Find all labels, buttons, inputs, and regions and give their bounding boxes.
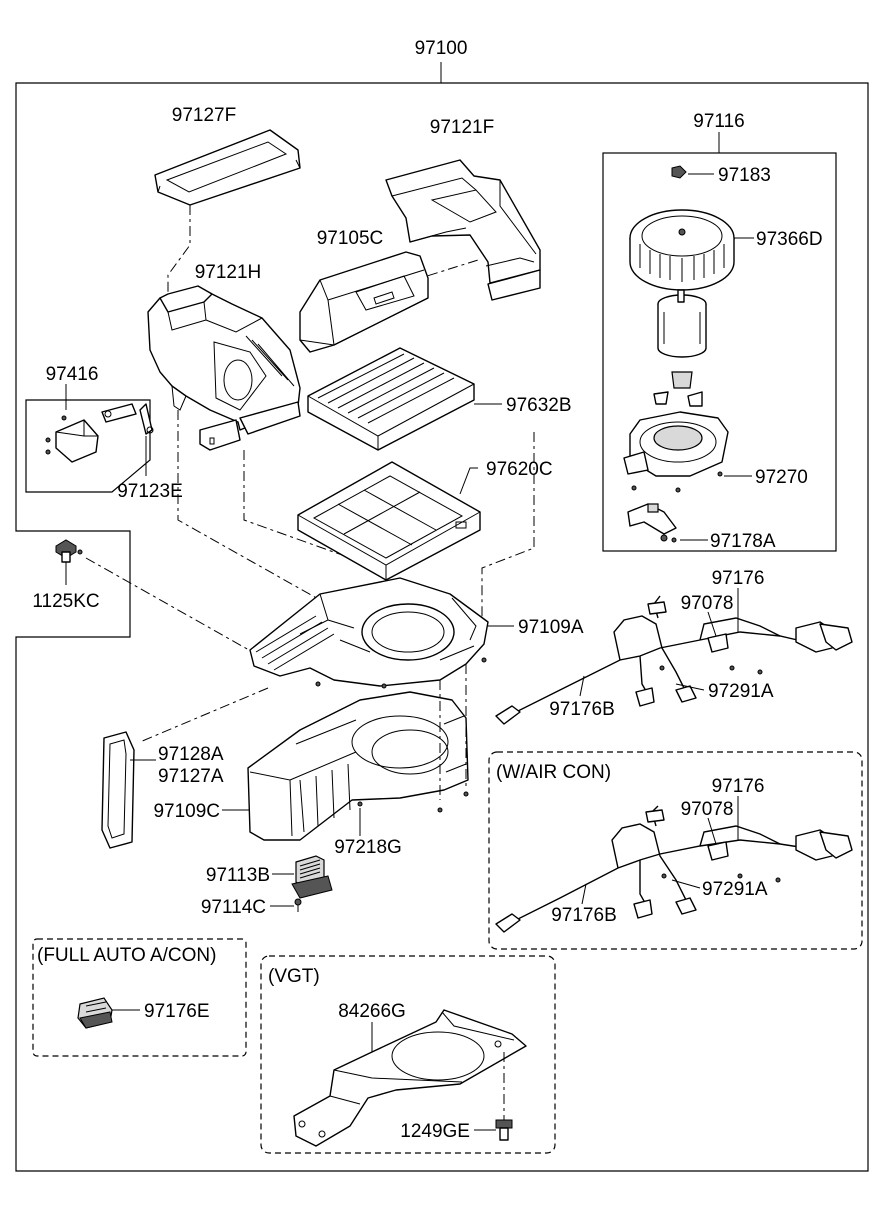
dash-97620C xyxy=(481,432,535,620)
harness-air-con-97176 xyxy=(495,805,853,933)
filter-97632B xyxy=(307,347,475,451)
label-97366D: 97366D xyxy=(756,229,823,250)
dash-1125KC xyxy=(85,557,257,655)
bolt-1249GE xyxy=(495,1119,513,1141)
vgt-variant-box xyxy=(260,955,556,1154)
label-97109C: 97109C xyxy=(153,801,220,822)
label-97114C: 97114C xyxy=(201,897,266,918)
screw-1125KC xyxy=(55,539,83,563)
lower-case-97109C xyxy=(247,691,469,841)
blower-motor-subassembly-box xyxy=(602,152,837,552)
air-con-variant-box xyxy=(488,751,863,950)
actuator-subassembly-box xyxy=(25,399,151,493)
label-97127F: 97127F xyxy=(172,105,236,126)
leader-air-con-97078 xyxy=(707,817,717,845)
blower-case-97270 xyxy=(623,411,729,493)
lever-97123E xyxy=(139,403,154,435)
label-1125KC: 1125KC xyxy=(32,591,99,612)
label-1249GE: 1249GE xyxy=(400,1121,470,1142)
seal-97127F xyxy=(154,129,301,206)
fan-97366D xyxy=(629,209,735,291)
label-air-con-97176: 97176 xyxy=(712,776,765,797)
leader-97176B xyxy=(579,675,585,697)
label-97176E: 97176E xyxy=(144,1001,210,1022)
filter-cover-97620C xyxy=(297,461,481,581)
label-97123E: 97123E xyxy=(117,481,183,502)
label-97121F: 97121F xyxy=(430,117,494,138)
label-97416: 97416 xyxy=(46,364,99,385)
motor-97366D xyxy=(657,289,707,358)
screw-97114C xyxy=(294,898,302,912)
label-air-con-97176B: 97176B xyxy=(551,905,617,926)
label-97128A: 97128A xyxy=(158,744,224,765)
label-97109A: 97109A xyxy=(518,617,584,638)
label-air-con-97078: 97078 xyxy=(681,799,734,820)
dash-97121F xyxy=(407,259,479,283)
sensor-97176E xyxy=(77,997,113,1029)
label-97121H: 97121H xyxy=(195,262,262,283)
label-84266G: 84266G xyxy=(338,1001,406,1022)
gasket-97128A xyxy=(101,731,135,849)
dash-97121H-right xyxy=(243,450,371,566)
bracket-97178A xyxy=(627,503,677,543)
nut-97183 xyxy=(671,165,687,179)
duct-97121F xyxy=(385,159,541,301)
full-auto-variant-box xyxy=(32,938,247,1057)
label-97270: 97270 xyxy=(755,467,808,488)
leader-97078 xyxy=(707,611,717,637)
label-97116: 97116 xyxy=(693,111,744,132)
duct-84266G xyxy=(293,1009,527,1147)
label-97620C: 97620C xyxy=(486,459,553,480)
dash-97121H-left xyxy=(177,410,321,601)
leader-97291A xyxy=(675,683,705,691)
actuator-97416 xyxy=(45,403,137,463)
label-air-con-97291A: 97291A xyxy=(702,879,768,900)
air-con-variant-title: (W/AIR CON) xyxy=(496,762,611,783)
label-97176: 97176 xyxy=(712,568,765,589)
leader-air-con-97291A xyxy=(671,879,701,889)
main-assembly-frame xyxy=(15,82,869,1172)
resistor-97113B xyxy=(291,855,333,899)
upper-case-97109A xyxy=(249,577,489,689)
label-97127A: 97127A xyxy=(158,766,224,787)
label-97113B: 97113B xyxy=(206,865,270,886)
label-97176B: 97176B xyxy=(549,699,615,720)
label-97178A: 97178A xyxy=(710,531,776,552)
label-97218G: 97218G xyxy=(334,837,402,858)
dash-97127F xyxy=(167,205,191,295)
full-auto-variant-title: (FULL AUTO A/CON) xyxy=(37,945,216,966)
harness-97176 xyxy=(495,595,853,725)
leader-97620C xyxy=(459,467,478,495)
label-97291A: 97291A xyxy=(708,681,774,702)
label-97632B: 97632B xyxy=(506,395,572,416)
assembly-number-label: 97100 xyxy=(415,38,468,59)
label-97183: 97183 xyxy=(718,165,771,186)
cover-97105C xyxy=(299,251,429,353)
label-97105C: 97105C xyxy=(317,228,384,249)
leader-air-con-97176B xyxy=(581,883,587,905)
blower-parts xyxy=(653,371,703,407)
vgt-variant-title: (VGT) xyxy=(268,966,320,987)
label-97078: 97078 xyxy=(681,593,734,614)
intake-housing-97121H xyxy=(147,285,301,451)
dash-97109A-gasket xyxy=(139,687,269,743)
